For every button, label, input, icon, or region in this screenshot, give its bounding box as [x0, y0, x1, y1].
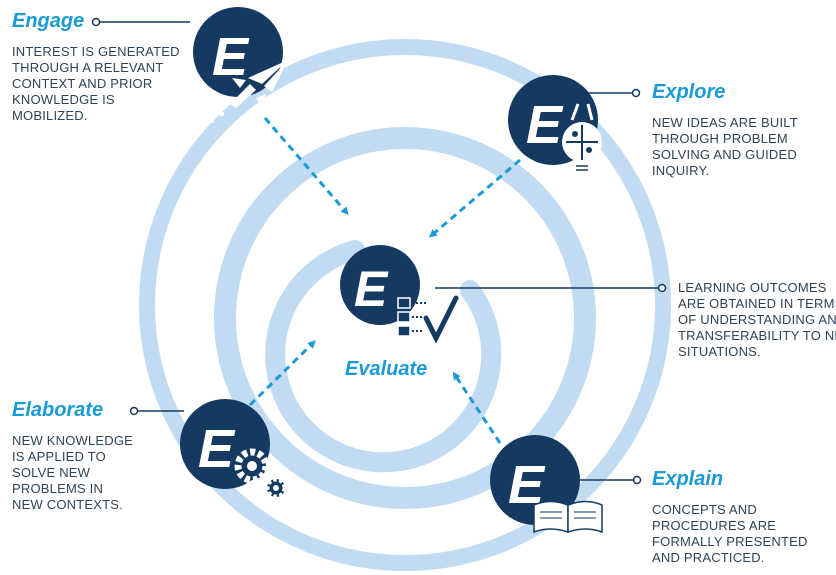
explain-line: FORMALLY PRESENTED	[652, 534, 808, 549]
explore-line: INQUIRY.	[652, 163, 710, 178]
checklist-icon	[397, 295, 459, 344]
middle-ring	[214, 127, 596, 509]
elaborate-line: IS APPLIED TO	[12, 449, 106, 464]
engage-badge-letter: E	[212, 27, 250, 87]
evaluate-line: TRANSFERABILITY TO NEW	[678, 328, 836, 343]
connector-dot-explore	[631, 88, 641, 98]
explain-line: CONCEPTS AND	[652, 502, 757, 517]
inner-ring	[265, 240, 502, 473]
engage-badge: E	[192, 7, 288, 134]
connector-dot-explain	[632, 475, 642, 485]
elaborate-badge: E	[180, 399, 288, 500]
explore-badge-letter: E	[526, 95, 564, 155]
explain-line: AND PRACTICED.	[652, 550, 765, 565]
evaluate-badge-letter: E	[354, 261, 389, 317]
elaborate-line: SOLVE NEW	[12, 465, 91, 480]
engage-title: Engage	[12, 10, 85, 32]
explore-line: NEW IDEAS ARE BUILT	[652, 115, 798, 130]
engage-line: INTEREST IS GENERATED	[12, 44, 180, 59]
explore-line: SOLVING AND GUIDED	[652, 147, 797, 162]
gears-icon	[234, 448, 288, 500]
explain-line: PROCEDURES ARE	[652, 518, 777, 533]
outer-ring	[139, 39, 671, 571]
explore-description: NEW IDEAS ARE BUILT THROUGH PROBLEM SOLV…	[652, 115, 798, 179]
elaborate-description: NEW KNOWLEDGE IS APPLIED TO SOLVE NEW PR…	[12, 433, 133, 513]
evaluate-badge: E	[340, 245, 459, 344]
explain-badge: E	[490, 435, 603, 534]
explain-description: CONCEPTS AND PROCEDURES ARE FORMALLY PRE…	[652, 502, 808, 566]
arrow-explain-to-evaluate	[452, 371, 502, 444]
connector-dot-evaluate	[657, 283, 667, 293]
explain-title: Explain	[652, 468, 724, 490]
spiral-rings	[139, 39, 671, 571]
explore-line: THROUGH PROBLEM	[652, 131, 788, 146]
explore-title: Explore	[652, 81, 726, 103]
connector-dot-engage	[91, 17, 101, 27]
engage-line: THROUGH A RELEVANT	[12, 60, 164, 75]
engage-line: MOBILIZED.	[12, 108, 88, 123]
evaluate-line: LEARNING OUTCOMES	[678, 280, 827, 295]
elaborate-line: NEW CONTEXTS.	[12, 497, 123, 512]
evaluate-line: ARE OBTAINED IN TERMS	[678, 296, 836, 311]
evaluate-description: LEARNING OUTCOMES ARE OBTAINED IN TERMS …	[678, 280, 836, 360]
arrow-explore-to-evaluate	[428, 158, 521, 238]
elaborate-line: NEW KNOWLEDGE	[12, 433, 134, 448]
connector-dot-elaborate	[129, 406, 139, 416]
explore-badge: E	[508, 75, 602, 174]
engage-line: CONTEXT AND PRIOR	[12, 76, 153, 91]
lightbulb-puzzle-icon	[562, 103, 602, 174]
arrow-elaborate-to-evaluate	[248, 340, 316, 407]
rocket-icon	[192, 60, 288, 134]
dashed-arrows	[248, 117, 521, 444]
elaborate-line: PROBLEMS IN	[12, 481, 104, 496]
arrow-engage-to-evaluate	[263, 117, 349, 216]
evaluate-line: SITUATIONS.	[678, 344, 761, 359]
engage-description: INTEREST IS GENERATED THROUGH A RELEVANT…	[12, 44, 180, 124]
evaluate-title: Evaluate	[345, 358, 427, 380]
engage-line: KNOWLEDGE IS	[12, 92, 115, 107]
elaborate-badge-letter: E	[198, 419, 236, 479]
elaborate-title: Elaborate	[12, 399, 104, 421]
evaluate-line: OF UNDERSTANDING AND	[678, 312, 836, 327]
open-book-icon	[533, 500, 603, 534]
